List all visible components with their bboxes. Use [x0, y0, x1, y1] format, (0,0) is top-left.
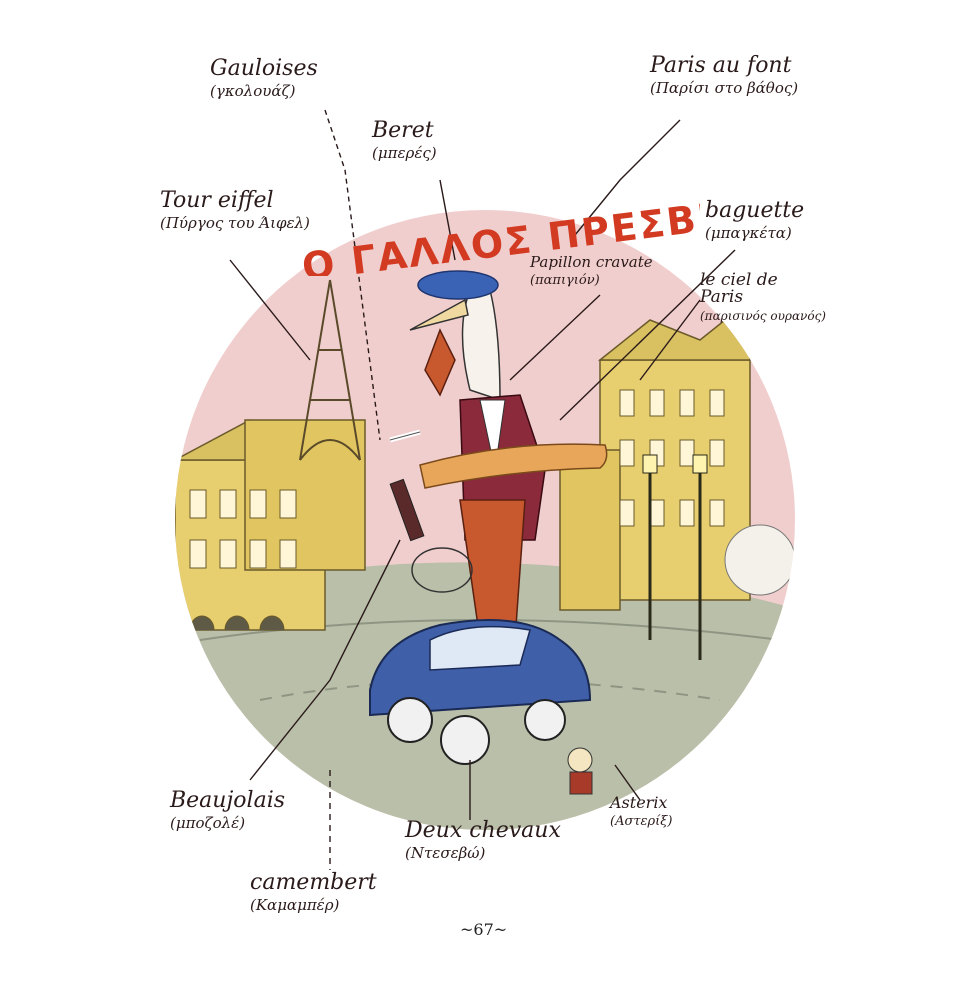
page-title: Ο ΓΑΛΛΟΣ ΠΡΕΣΒΕΥΤΗΣ	[300, 196, 700, 276]
annotation-arrows	[229, 109, 736, 870]
right-buildings	[559, 298, 795, 660]
beret	[417, 270, 499, 300]
label-beret: Beret (μπερές)	[372, 118, 437, 162]
label-camembert: camembert (Καμαμπέρ)	[250, 870, 377, 914]
page-number: ~67~	[460, 920, 508, 939]
label-le-ciel: le ciel de Paris (παρισινός ουρανός)	[700, 270, 826, 323]
bird-ambassador	[389, 270, 608, 641]
label-baguette: baguette (μπαγκέτα)	[705, 198, 805, 242]
label-paris-au-font: Paris au font (Παρίσι στο βάθος)	[650, 53, 799, 97]
road	[175, 562, 795, 830]
label-asterix: Asterix (Αστερίξ)	[610, 793, 673, 829]
eiffel-tower	[299, 279, 361, 461]
baguette	[419, 443, 608, 489]
label-papillon: Papillon cravate (παπιγιόν)	[530, 253, 653, 288]
net-bag	[411, 547, 473, 593]
asterix-figure	[567, 747, 593, 795]
label-beaujolais: Beaujolais (μποζολέ)	[170, 788, 286, 832]
label-gauloises: Gauloises (γκολουάζ)	[210, 56, 318, 100]
label-deux-chevaux: Deux chevaux (Ντεσεβώ)	[405, 818, 561, 862]
deux-chevaux-car	[369, 619, 592, 765]
label-tour-eiffel: Tour eiffel (Πύργος του Άιφελ)	[160, 188, 310, 232]
